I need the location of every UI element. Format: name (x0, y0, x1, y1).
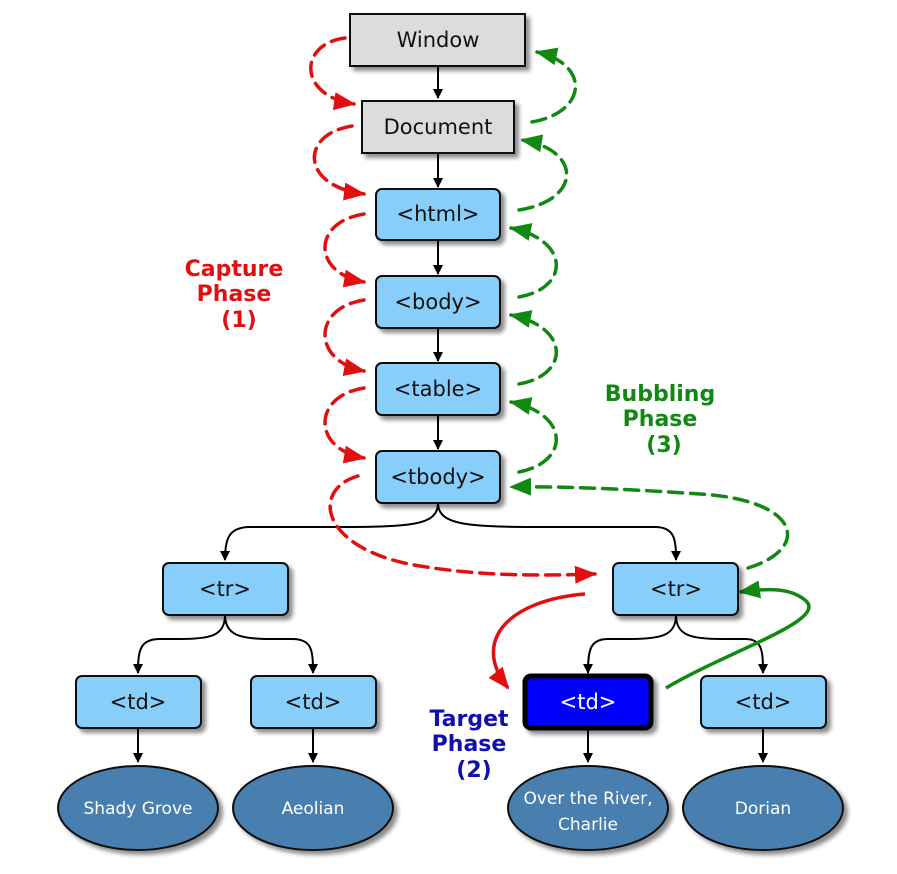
node-tr-right: <tr> (612, 562, 739, 616)
target-label-line3: (2) (456, 758, 491, 783)
bubbling-phase-arrows (509, 47, 790, 570)
node-table: <table> (375, 362, 501, 416)
node-document: Document (361, 100, 515, 154)
leaf-over-the-river: Over the River, Charlie (507, 765, 669, 851)
leaf-shady-grove-label: Shady Grove (84, 799, 193, 819)
bubbling-label-line3: (3) (646, 433, 681, 458)
node-td-1: <td> (75, 675, 202, 729)
node-body: <body> (375, 275, 501, 329)
target-phase-label: Target Phase (2) (429, 707, 509, 783)
bubbling-phase-label: Bubbling Phase (3) (605, 382, 715, 458)
node-tr-left-label: <tr> (199, 577, 251, 601)
leaf-over-the-river-line2: Charlie (558, 815, 618, 835)
capture-label-line3: (1) (221, 308, 256, 333)
target-label-line2: Phase (432, 732, 507, 757)
capture-label-line2: Phase (197, 282, 272, 307)
node-td-1-label: <td> (110, 690, 167, 714)
node-tbody: <tbody> (375, 450, 501, 504)
leaf-dorian: Dorian (682, 765, 844, 851)
capture-phase-arrows (309, 36, 597, 584)
target-label-line1: Target (429, 707, 509, 732)
node-body-label: <body> (394, 290, 481, 314)
node-td-4-label: <td> (735, 690, 792, 714)
node-td-target: <td> (522, 673, 654, 731)
leaf-aeolian-label: Aeolian (282, 799, 345, 819)
node-td-2: <td> (250, 675, 377, 729)
node-document-label: Document (384, 115, 493, 139)
node-html: <html> (375, 188, 501, 241)
leaf-aeolian: Aeolian (232, 765, 394, 851)
node-tr-right-label: <tr> (650, 577, 702, 601)
node-td-2-label: <td> (285, 690, 342, 714)
capture-phase-label: Capture Phase (1) (185, 257, 284, 333)
leaf-over-the-river-line1: Over the River, (523, 789, 652, 809)
leaf-dorian-label: Dorian (735, 799, 791, 819)
node-tbody-label: <tbody> (390, 465, 485, 489)
node-table-label: <table> (394, 377, 482, 401)
bubbling-label-line1: Bubbling (605, 382, 715, 407)
leaf-shady-grove: Shady Grove (57, 765, 219, 851)
node-window-label: Window (397, 28, 480, 52)
node-td-target-label: <td> (560, 690, 617, 714)
target-phase-arrow (488, 592, 586, 690)
node-window: Window (349, 13, 526, 67)
capture-label-line1: Capture (185, 257, 284, 282)
node-td-4: <td> (700, 675, 827, 729)
node-html-label: <html> (396, 202, 479, 226)
node-tr-left: <tr> (162, 562, 289, 616)
bubbling-label-line2: Phase (623, 407, 698, 432)
bubbling-from-target-arrow (665, 580, 811, 690)
